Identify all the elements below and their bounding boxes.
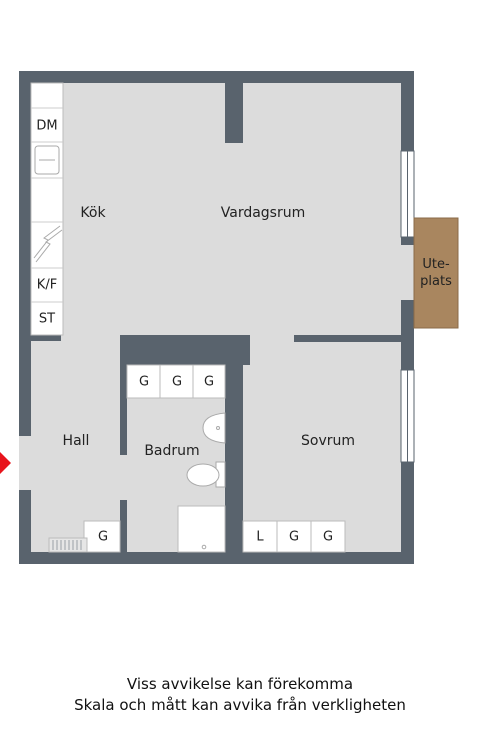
patio-label-line1: Ute- (422, 257, 450, 272)
fixture-label-g: G (138, 374, 150, 390)
patio-deck (413, 217, 459, 329)
fixture-label-g: G (322, 529, 334, 545)
stove-icon (33, 225, 63, 263)
room-label-sovrum: Sovrum (300, 433, 356, 449)
sink-icon (34, 145, 60, 175)
fixture-label-st: ST (38, 311, 56, 327)
fixture-label-kf: K/F (36, 277, 58, 293)
doormat (48, 537, 88, 553)
fixture-label-g: G (171, 374, 183, 390)
room-label-badrum: Badrum (144, 443, 200, 459)
disclaimer-line2: Skala och mått kan avvika från verklighe… (74, 696, 406, 714)
room-label-vardagsrum: Vardagsrum (220, 205, 306, 221)
hall-wardrobe (83, 520, 121, 553)
room-label-hall: Hall (62, 433, 90, 449)
floor (19, 71, 414, 563)
window (400, 369, 415, 463)
entrance-arrow-icon (0, 452, 11, 474)
fixture-label-g: G (288, 529, 300, 545)
room-label-kok: Kök (80, 205, 106, 221)
toilet-icon (186, 461, 226, 488)
disclaimer-line1: Viss avvikelse kan förekomma (126, 675, 354, 693)
shower-icon (177, 505, 226, 553)
fixture-label-g: G (203, 374, 215, 390)
bathroom-wardrobe (126, 364, 226, 399)
fixture-label-l: L (256, 529, 264, 545)
patio-label-line2: plats (420, 274, 452, 289)
kitchen-counter (30, 82, 64, 336)
bathroom-sink-icon (202, 412, 226, 444)
window (400, 150, 415, 238)
interior-walls (31, 83, 401, 552)
bedroom-wardrobe (242, 520, 346, 553)
fixture-label-g: G (97, 529, 109, 545)
outer-walls (19, 71, 414, 564)
patio-label: Ute- plats (420, 256, 452, 290)
disclaimer: Viss avvikelse kan förekomma Skala och m… (0, 674, 480, 716)
floor-plan (0, 71, 459, 564)
fixture-label-dm: DM (36, 118, 58, 134)
